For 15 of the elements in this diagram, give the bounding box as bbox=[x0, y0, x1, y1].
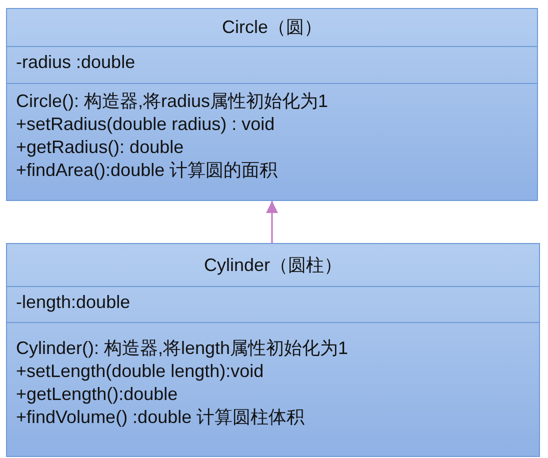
class-name: Cylinder（圆柱） bbox=[204, 254, 342, 276]
method-text: +findArea():double 计算圆的面积 bbox=[16, 159, 278, 182]
class-box bbox=[6, 243, 540, 457]
attribute-text: -radius :double bbox=[16, 51, 136, 74]
attribute-text: -length:double bbox=[16, 291, 130, 314]
method-text: +setLength(double length):void bbox=[16, 360, 264, 383]
method-text: +findVolume() :double 计算圆柱体积 bbox=[16, 406, 305, 429]
inheritance-arrow bbox=[266, 201, 278, 243]
method-text: Cylinder(): 构造器,将length属性初始化为1 bbox=[16, 337, 348, 360]
method-text: +getRadius(): double bbox=[16, 136, 184, 159]
class-name: Circle（圆） bbox=[222, 16, 322, 39]
method-text: +setRadius(double radius) : void bbox=[16, 113, 275, 136]
class-box bbox=[6, 8, 538, 201]
method-text: Circle(): 构造器,将radius属性初始化为1 bbox=[16, 90, 328, 113]
method-text: +getLength():double bbox=[16, 383, 178, 406]
